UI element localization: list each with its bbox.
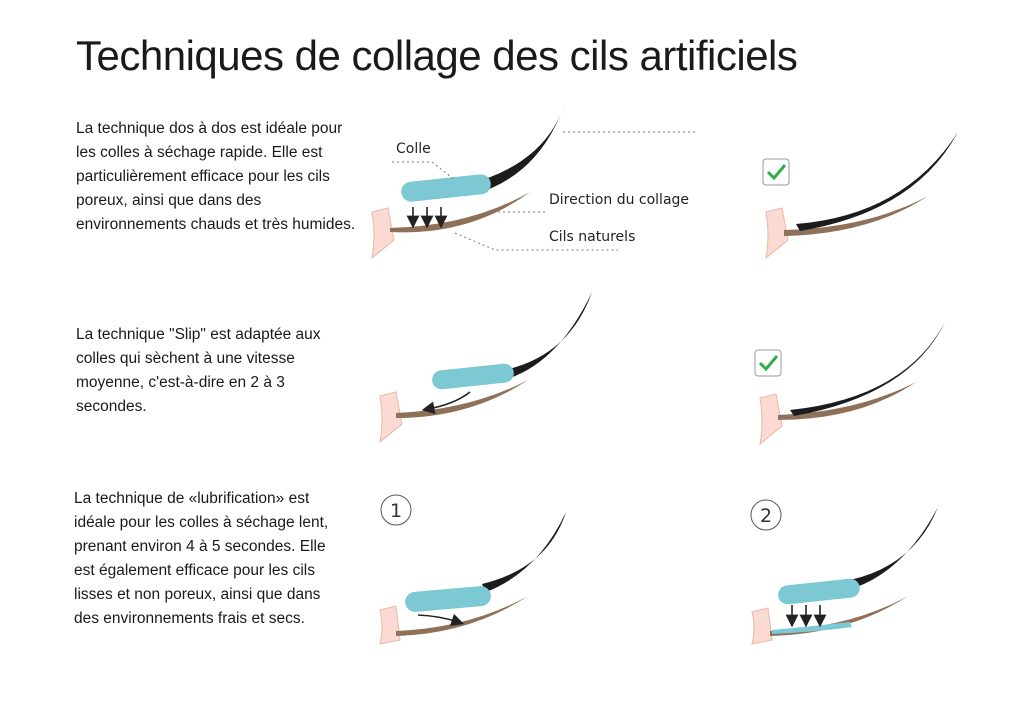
technique-2-result (754, 322, 945, 446)
label-natural-lashes: Cils naturels (549, 229, 635, 245)
check-icon (762, 158, 790, 186)
label-glue: Colle (396, 141, 431, 157)
technique-1-result (762, 132, 958, 260)
eyelid-icon (371, 207, 395, 260)
natural-lash (390, 192, 530, 233)
label-direction: Direction du collage (549, 192, 689, 208)
curved-arrow-icon (421, 391, 471, 415)
technique-3-step-2: 2 (750, 499, 938, 645)
technique-3-description: La technique de «lubrification» est idéa… (74, 490, 329, 627)
technique-2-illustration (379, 292, 592, 444)
glue-blob (401, 174, 491, 202)
technique-1-illustration: Colle Direction du collage Cils naturels (371, 103, 695, 260)
step-number-2: 2 (760, 505, 772, 527)
arrow-down-icon (406, 207, 448, 229)
technique-3-step-1: 1 (379, 494, 566, 645)
technique-2-description: La technique "Slip" est adaptée aux coll… (76, 326, 321, 415)
step-number-1: 1 (390, 500, 402, 522)
technique-1-description: La technique dos à dos est idéale pour l… (76, 120, 356, 233)
page-title: Techniques de collage des cils artificie… (76, 32, 798, 79)
